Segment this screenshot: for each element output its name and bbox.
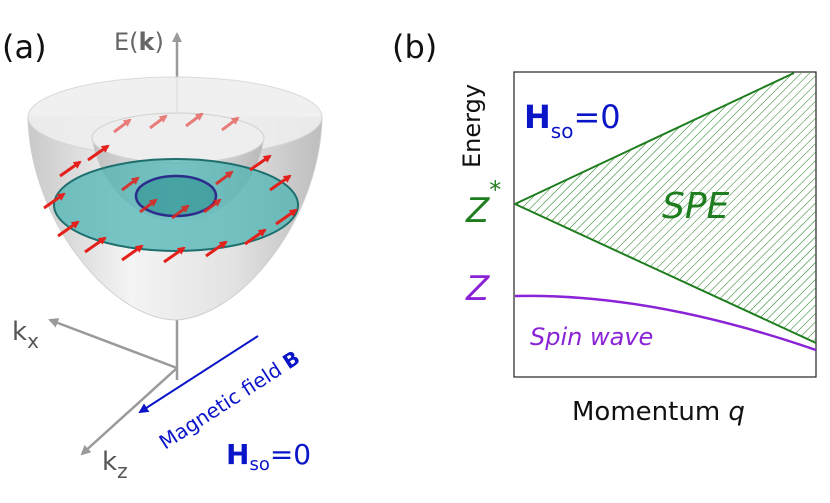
z-star-label: Z* xyxy=(465,176,501,231)
spin-arrow xyxy=(149,114,168,130)
spin-arrows xyxy=(43,112,298,264)
spin-arrow xyxy=(84,236,107,254)
spin-arrow xyxy=(185,112,204,128)
panel-a-label: (a) xyxy=(2,28,47,66)
kz-axis-label: kz xyxy=(102,447,128,483)
panel-a: (a) xyxy=(2,28,323,483)
spe-upper-edge xyxy=(514,72,795,205)
spe-lower-edge xyxy=(514,203,817,344)
x-axis-label: Momentum q xyxy=(572,397,745,427)
inner-fermi-contour xyxy=(134,174,218,218)
spin-arrow xyxy=(275,208,298,226)
spin-wave-curve xyxy=(514,294,817,352)
spin-arrow xyxy=(57,220,80,238)
spin-arrow xyxy=(221,116,240,132)
hso-label-b: Hso=0 xyxy=(524,98,621,143)
kz-axis-line xyxy=(80,367,178,456)
spin-arrow xyxy=(121,176,140,192)
spin-arrow xyxy=(121,244,144,262)
spe-label: SPE xyxy=(662,186,730,227)
spin-arrow xyxy=(43,192,66,210)
magnetic-field-arrow xyxy=(138,335,259,414)
spin-arrow xyxy=(244,228,267,246)
inner-paraboloid-rim xyxy=(91,112,265,164)
spin-wave-label: Spin wave xyxy=(530,323,653,351)
spin-arrow xyxy=(215,170,234,186)
spin-arrow xyxy=(87,144,110,162)
spin-arrow xyxy=(59,160,82,178)
y-axis-label: Energy xyxy=(458,84,486,168)
panel-b: (b) Energy Momentum q Hso=0 Z* Z SPE Spi… xyxy=(392,28,817,427)
spin-arrow xyxy=(249,154,272,172)
kx-axis-line xyxy=(48,318,178,370)
panel-b-label: (b) xyxy=(392,28,437,66)
spin-arrow xyxy=(205,240,228,258)
z-label: Z xyxy=(465,269,490,309)
spin-arrow xyxy=(269,174,292,192)
spin-arrow xyxy=(163,246,186,264)
spin-arrow xyxy=(139,198,158,214)
energy-axis-label: E(k) xyxy=(114,28,164,56)
spin-arrow xyxy=(171,204,190,220)
spin-arrow xyxy=(203,198,222,214)
hso-label-a: Hso=0 xyxy=(226,438,311,475)
spe-region xyxy=(515,73,816,343)
spin-arrow xyxy=(113,118,132,134)
kx-axis-label: kx xyxy=(12,317,39,353)
